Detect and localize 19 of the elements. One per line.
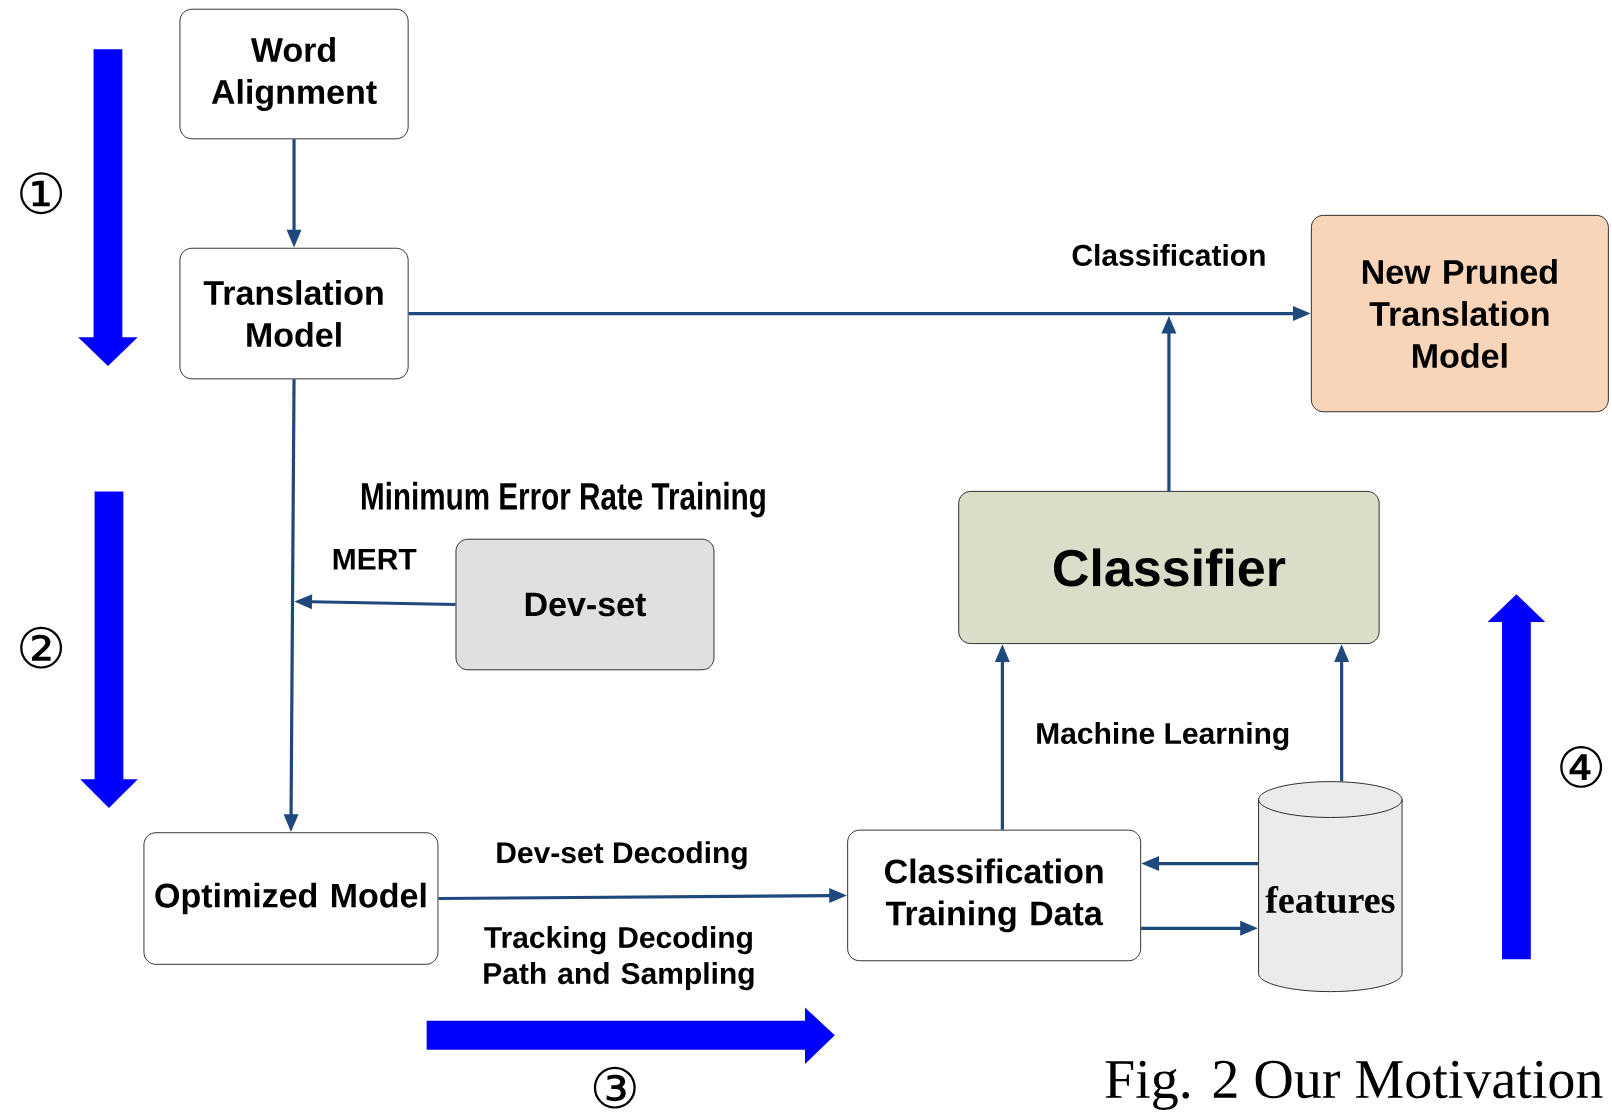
step-number: ① [20,172,63,214]
process-box: Word Alignment [179,8,409,139]
edge-label: Dev-set Decoding [493,839,751,872]
process-box: Optimized Model [143,832,439,965]
process-box: Classification Training Data [847,829,1142,961]
process-box: Translation Model [179,247,409,380]
annotation-text: MERT [333,548,417,570]
annotation-text: Tracking Decoding Path and Sampling [484,925,754,990]
process-box: Dev-set [455,538,715,670]
edge-label: Classification [1069,241,1269,268]
step-number: ③ [593,1066,636,1109]
process-box: New Pruned Translation Model [1310,214,1609,412]
caption: Fig. 2 Our Motivation [1105,1060,1603,1110]
step-number: ② [20,626,63,669]
process-box: Classifier [958,490,1380,644]
annotation-text: Minimum Error Rate Training [361,481,765,518]
database-cylinder: features [1258,781,1403,992]
edge-label: Machine Learning [1033,719,1293,752]
step-number: ④ [1560,745,1603,788]
